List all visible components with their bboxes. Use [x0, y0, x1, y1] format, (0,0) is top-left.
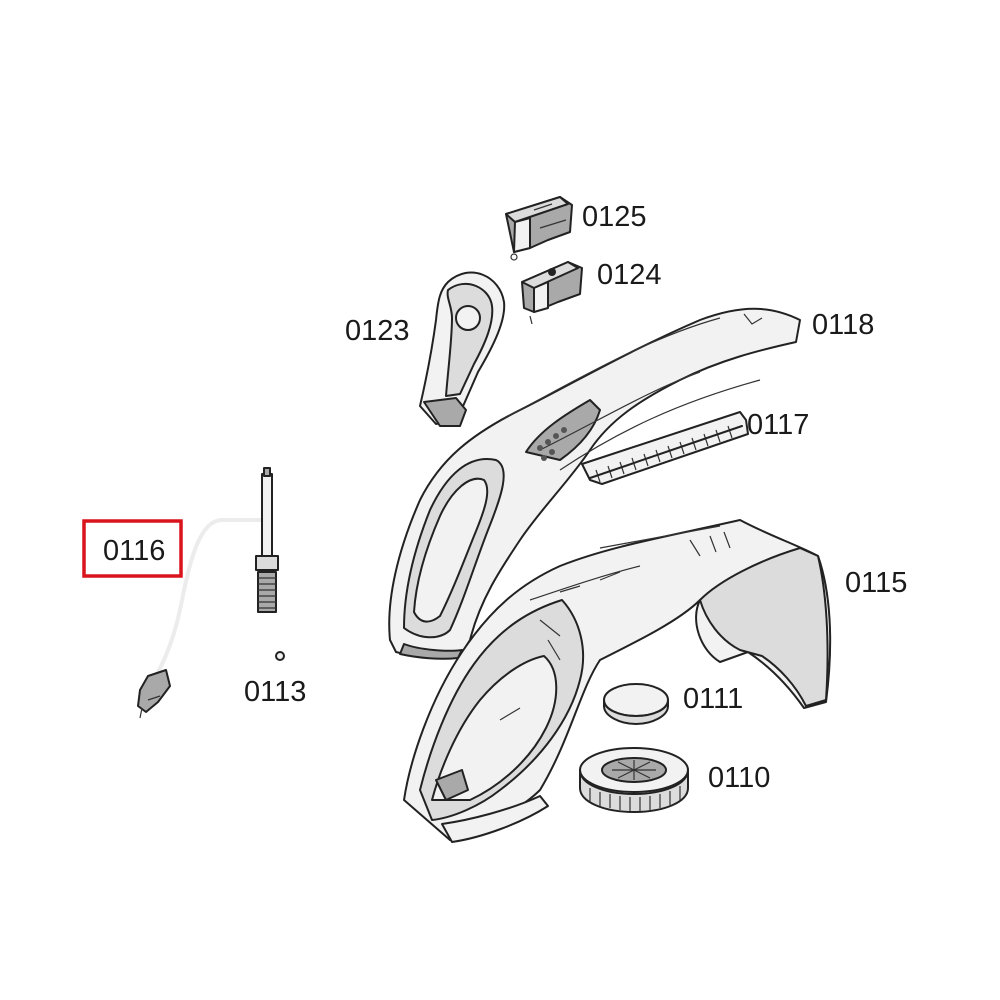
label-0111: 0111	[683, 683, 743, 715]
label-0123: 0123	[345, 315, 410, 347]
part-0113-drawing	[275, 651, 285, 661]
label-0118: 0118	[812, 309, 874, 341]
part-0117-drawing	[581, 411, 749, 485]
label-0124: 0124	[597, 259, 662, 291]
part-0111-drawing	[603, 683, 669, 725]
label-0110: 0110	[708, 762, 770, 794]
part-0125-drawing	[505, 196, 573, 261]
label-0113: 0113	[244, 676, 306, 708]
part-0123-drawing	[419, 271, 506, 427]
label-0117: 0117	[747, 409, 809, 441]
label-0125: 0125	[582, 201, 647, 233]
part-0110-drawing	[579, 747, 689, 813]
highlight-box	[82, 519, 183, 578]
label-0116: 0116	[103, 535, 165, 567]
part-0124-drawing	[521, 261, 583, 325]
part-0115-drawing	[403, 519, 832, 843]
part-0118-drawing	[388, 307, 801, 660]
part-0116-drawing	[137, 467, 279, 719]
label-0115: 0115	[845, 567, 907, 599]
